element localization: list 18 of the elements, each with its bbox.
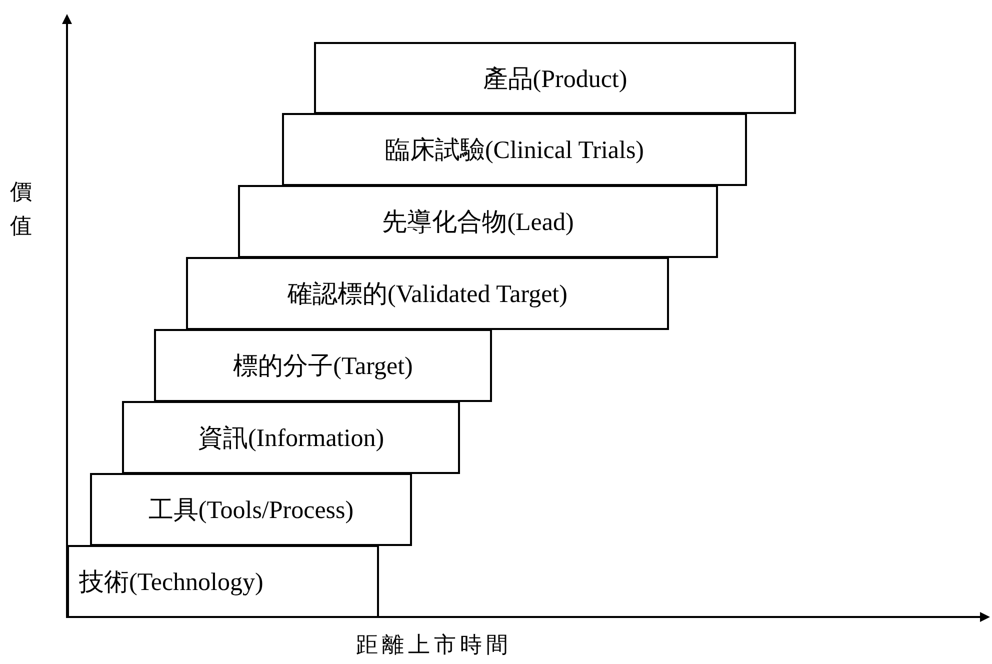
stage-label: 資訊(Information) <box>198 424 384 454</box>
stage-box <box>314 42 796 114</box>
stage-box <box>238 185 718 258</box>
stage-box <box>67 545 379 618</box>
stage-label: 標的分子(Target) <box>233 352 413 382</box>
stage-label: 臨床試驗(Clinical Trials) <box>384 136 644 166</box>
stage-label: 產品(Product) <box>482 64 628 94</box>
stage-box <box>154 329 492 402</box>
stage-label: 工具(Tools/Process) <box>148 496 354 526</box>
stage-label: 先導化合物(Lead) <box>382 208 574 238</box>
stage-label: 確認標的(Validated Target) <box>288 280 568 310</box>
stage-box <box>90 473 412 546</box>
stage-label: 技術(Technology) <box>79 568 264 598</box>
stage-box <box>282 113 747 186</box>
stage-box <box>122 401 460 474</box>
x-axis-label: 距離上市時間 <box>356 631 512 659</box>
stage-box <box>186 257 669 330</box>
y-axis-label: 價值 <box>10 178 33 240</box>
